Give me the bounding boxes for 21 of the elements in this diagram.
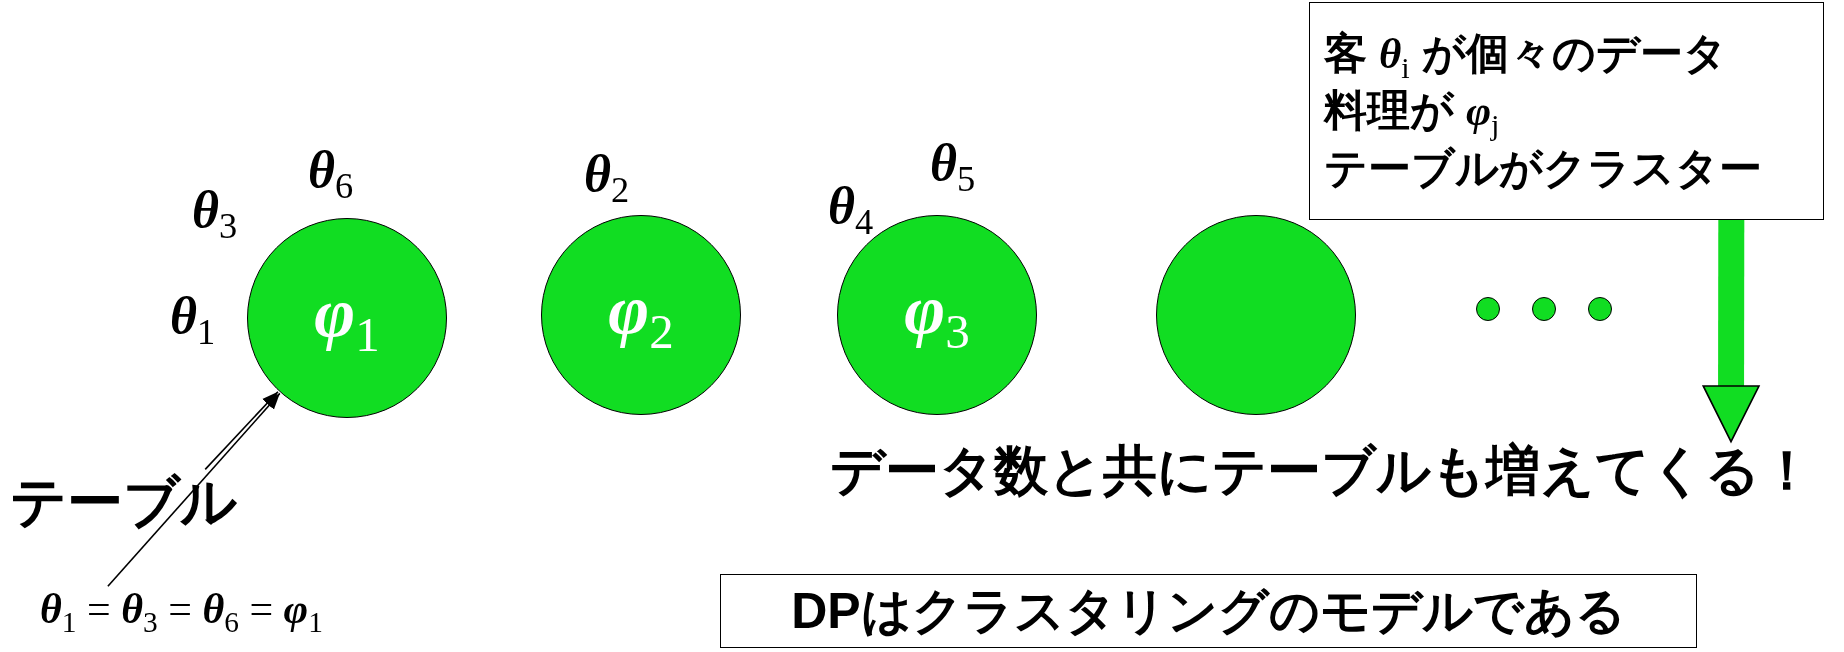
guest-label: θ$_{5}$: [930, 137, 976, 198]
caption-text: テーブル: [10, 469, 237, 535]
box-text: 客 θ$_{i}$ が個々のデータ: [1324, 27, 1728, 86]
guest-label: θ$_{6}$: [308, 144, 354, 205]
guest-label: θ$_{1}$: [170, 290, 216, 351]
caption-text: データ数と共にテーブルも増えてくる！: [830, 439, 1814, 502]
block-arrow: [1702, 220, 1760, 443]
guest-label: θ$_{2}$: [584, 148, 630, 209]
box-text: 料理が φ$_{j}$: [1324, 85, 1501, 143]
statement-box: [720, 574, 1697, 648]
guest-label: θ$_{4}$: [828, 180, 874, 241]
note-box: [1309, 2, 1824, 220]
box-text: テーブルがクラスター: [1324, 142, 1763, 194]
equation: θ$_{1}$ = θ$_{3}$ = θ$_{6}$ = φ$_{1}$: [40, 585, 323, 641]
circle-label: φ$_{3}$: [904, 274, 970, 356]
circle-label: φ$_{1}$: [314, 277, 380, 359]
box-text: DPはクラスタリングのモデルである: [791, 582, 1626, 641]
circle-label: φ$_{2}$: [608, 274, 674, 356]
guest-label: θ$_{3}$: [192, 184, 238, 245]
leader-arrow: [107, 392, 281, 588]
leader-arrow: [204, 390, 279, 471]
